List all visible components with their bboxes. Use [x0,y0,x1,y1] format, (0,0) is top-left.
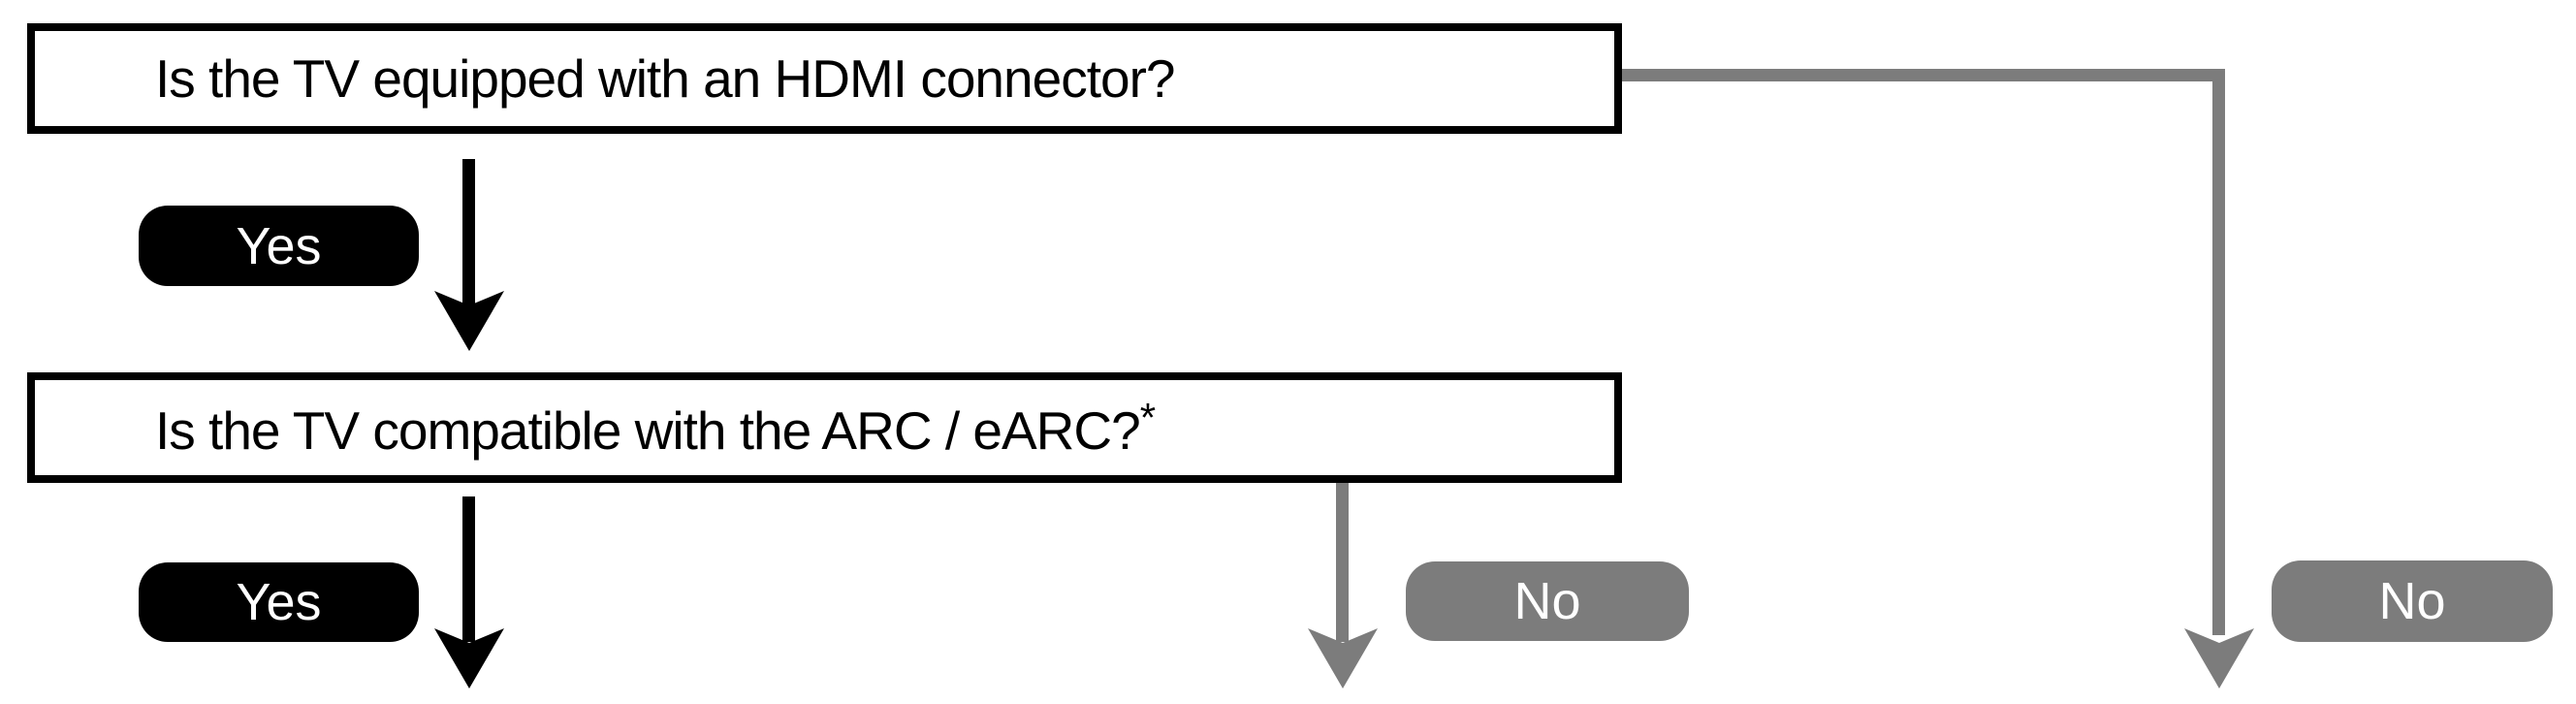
no-badge-hdmi-label: No [2378,572,2446,630]
down-arrow-icon [434,291,504,351]
footnote-asterisk: * [1139,394,1157,440]
no-branch-connector-vertical [2212,69,2225,635]
no-branch-connector-horizontal [1622,69,2225,81]
question-text-arc: Is the TV compatible with the ARC / eARC… [155,395,1156,462]
yes-branch-line-1 [462,159,475,306]
question-text-hdmi: Is the TV equipped with an HDMI connecto… [155,48,1175,109]
down-arrow-icon [2184,628,2254,688]
no-badge-arc-label: No [1513,572,1581,630]
no-branch-line-arc [1336,483,1349,642]
question-box-arc: Is the TV compatible with the ARC / eARC… [27,372,1622,483]
yes-badge-1: Yes [139,206,419,286]
yes-branch-line-2 [462,496,475,642]
yes-badge-1-label: Yes [236,216,322,275]
down-arrow-icon [434,628,504,688]
question-box-hdmi: Is the TV equipped with an HDMI connecto… [27,23,1622,134]
yes-badge-2: Yes [139,562,419,642]
no-badge-arc: No [1406,561,1689,641]
question-text-arc-body: Is the TV compatible with the ARC / eARC… [155,400,1141,461]
no-badge-hdmi: No [2272,560,2553,642]
yes-badge-2-label: Yes [236,573,322,631]
down-arrow-icon [1308,628,1378,688]
